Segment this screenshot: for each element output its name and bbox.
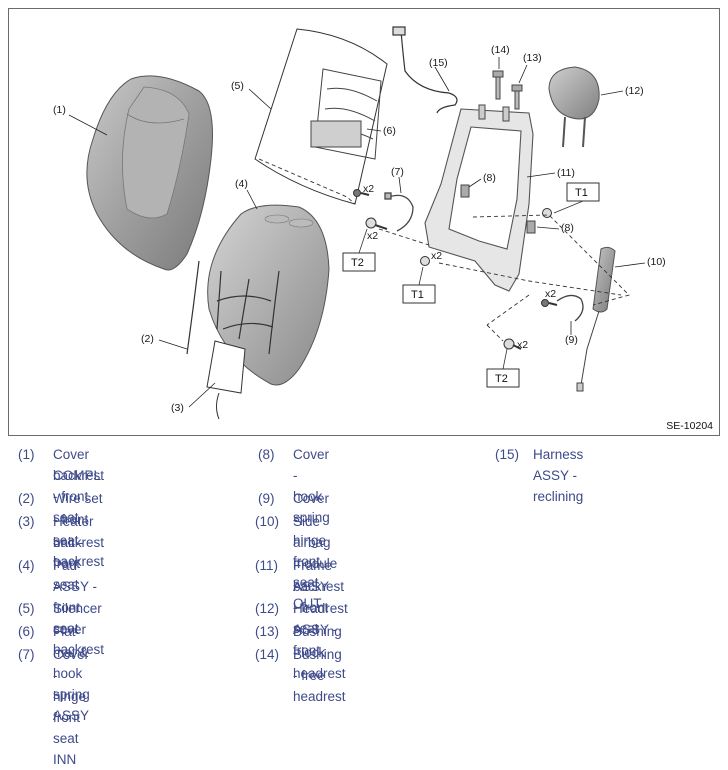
hinge-cover-out-part <box>556 294 584 322</box>
callout-5: (5) <box>231 80 244 92</box>
legend-number: (11) <box>255 558 279 573</box>
legend-text: Cover - hinge front seat INN <box>53 647 90 767</box>
legend-number: (7) <box>18 647 35 662</box>
exploded-diagram: (1) (4) (2) (3) <box>8 8 720 436</box>
assembly-guide-lines <box>258 158 630 342</box>
legend-text: Pad ASSY - front seat backrest <box>53 558 105 657</box>
legend-number: (5) <box>18 601 35 616</box>
callout-3: (3) <box>171 402 184 414</box>
callout-8b: (8) <box>561 222 574 234</box>
legend-number: (4) <box>18 558 35 573</box>
hinge-cover-inn-part <box>384 192 414 232</box>
callout-4: (4) <box>235 178 248 190</box>
legend-text: Headrest ASSY - front <box>293 601 348 658</box>
torque-box-t1-right: T1 <box>553 182 600 214</box>
t1-nut-left <box>420 256 430 266</box>
heater-unit-part <box>206 340 246 420</box>
parts-legend: (1) Cover COMPL - front seat backrest (2… <box>0 440 728 767</box>
callout-6: (6) <box>383 125 396 137</box>
multiplier-5: x2 <box>517 339 528 351</box>
legend-number: (13) <box>255 624 280 639</box>
wire-set-part <box>186 260 280 355</box>
legend-number: (9) <box>258 491 275 506</box>
callout-1: (1) <box>53 104 66 116</box>
hinge-bolt-upper <box>353 189 370 197</box>
headrest-part <box>548 66 600 148</box>
torque-box-t1-left: T1 <box>402 266 436 304</box>
side-airbag-module-part <box>576 246 616 392</box>
hinge-bolt-lower <box>541 299 558 307</box>
frame-assy-part <box>424 104 534 292</box>
legend-text: Wire set - front seat backrest <box>53 491 105 569</box>
harness-part <box>392 26 458 114</box>
legend-text-cont: backrest <box>53 468 105 483</box>
legend-text: Harness ASSY - reclining <box>533 447 584 504</box>
callout-9: (9) <box>565 334 578 346</box>
svg-text:T1: T1 <box>411 289 424 301</box>
legend-text: Frame ASSY - front seat <box>293 558 333 636</box>
cover-compl-part <box>86 75 213 271</box>
callout-11: (11) <box>557 167 575 179</box>
pad-assy-part <box>207 204 330 386</box>
callout-12: (12) <box>625 85 644 97</box>
t2-bolt-upper <box>365 217 388 230</box>
multiplier-1: x2 <box>363 183 374 195</box>
diagram-drawing: (1) (4) (2) (3) <box>53 26 666 420</box>
callout-10: (10) <box>647 256 666 268</box>
legend-number: (3) <box>18 514 35 529</box>
legend-number: (14) <box>255 647 280 662</box>
svg-text:T2: T2 <box>495 373 508 385</box>
legend-number: (10) <box>255 514 280 529</box>
multiplier-2: x2 <box>367 230 378 242</box>
svg-text:T2: T2 <box>351 257 364 269</box>
callout-2: (2) <box>141 333 154 345</box>
legend-text: Cover - hinge front seat OUT <box>293 491 330 611</box>
hook-spring-cover-part <box>460 184 536 234</box>
torque-box-t2-lower: T2 <box>486 348 520 388</box>
legend-number: (1) <box>18 447 35 462</box>
legend-number: (15) <box>495 447 520 462</box>
multiplier-4: x2 <box>545 288 556 300</box>
legend-text-cont: backrest <box>293 579 345 594</box>
torque-box-t2-left: T2 <box>342 228 376 272</box>
legend-text: Side airbag module <box>293 514 338 571</box>
svg-text:T1: T1 <box>575 187 588 199</box>
legend-number: (6) <box>18 624 35 639</box>
legend-text: Cover - hook spring <box>293 447 330 525</box>
figure-code: SE-10204 <box>666 420 713 432</box>
legend-text: Bushing - free headrest <box>293 647 346 704</box>
legend-text: Cover COMPL - front seat <box>53 447 101 525</box>
legend-text-cont: backrest <box>53 535 105 550</box>
callout-15: (15) <box>429 57 448 69</box>
legend-text: Silencer cover <box>53 601 102 637</box>
callout-8a: (8) <box>483 172 496 184</box>
callout-14: (14) <box>491 44 510 56</box>
legend-number: (2) <box>18 491 35 506</box>
legend-number: (8) <box>258 447 275 462</box>
legend-text: Heater unit - front seat <box>53 514 94 592</box>
bushing-lock-part <box>511 84 523 110</box>
t2-bolt-lower <box>503 338 522 350</box>
flat-mat-part <box>310 68 382 160</box>
bushing-free-part <box>492 70 504 100</box>
multiplier-3: x2 <box>431 250 442 262</box>
callout-13: (13) <box>523 52 542 64</box>
legend-number: (12) <box>255 601 280 616</box>
callout-7: (7) <box>391 166 404 178</box>
